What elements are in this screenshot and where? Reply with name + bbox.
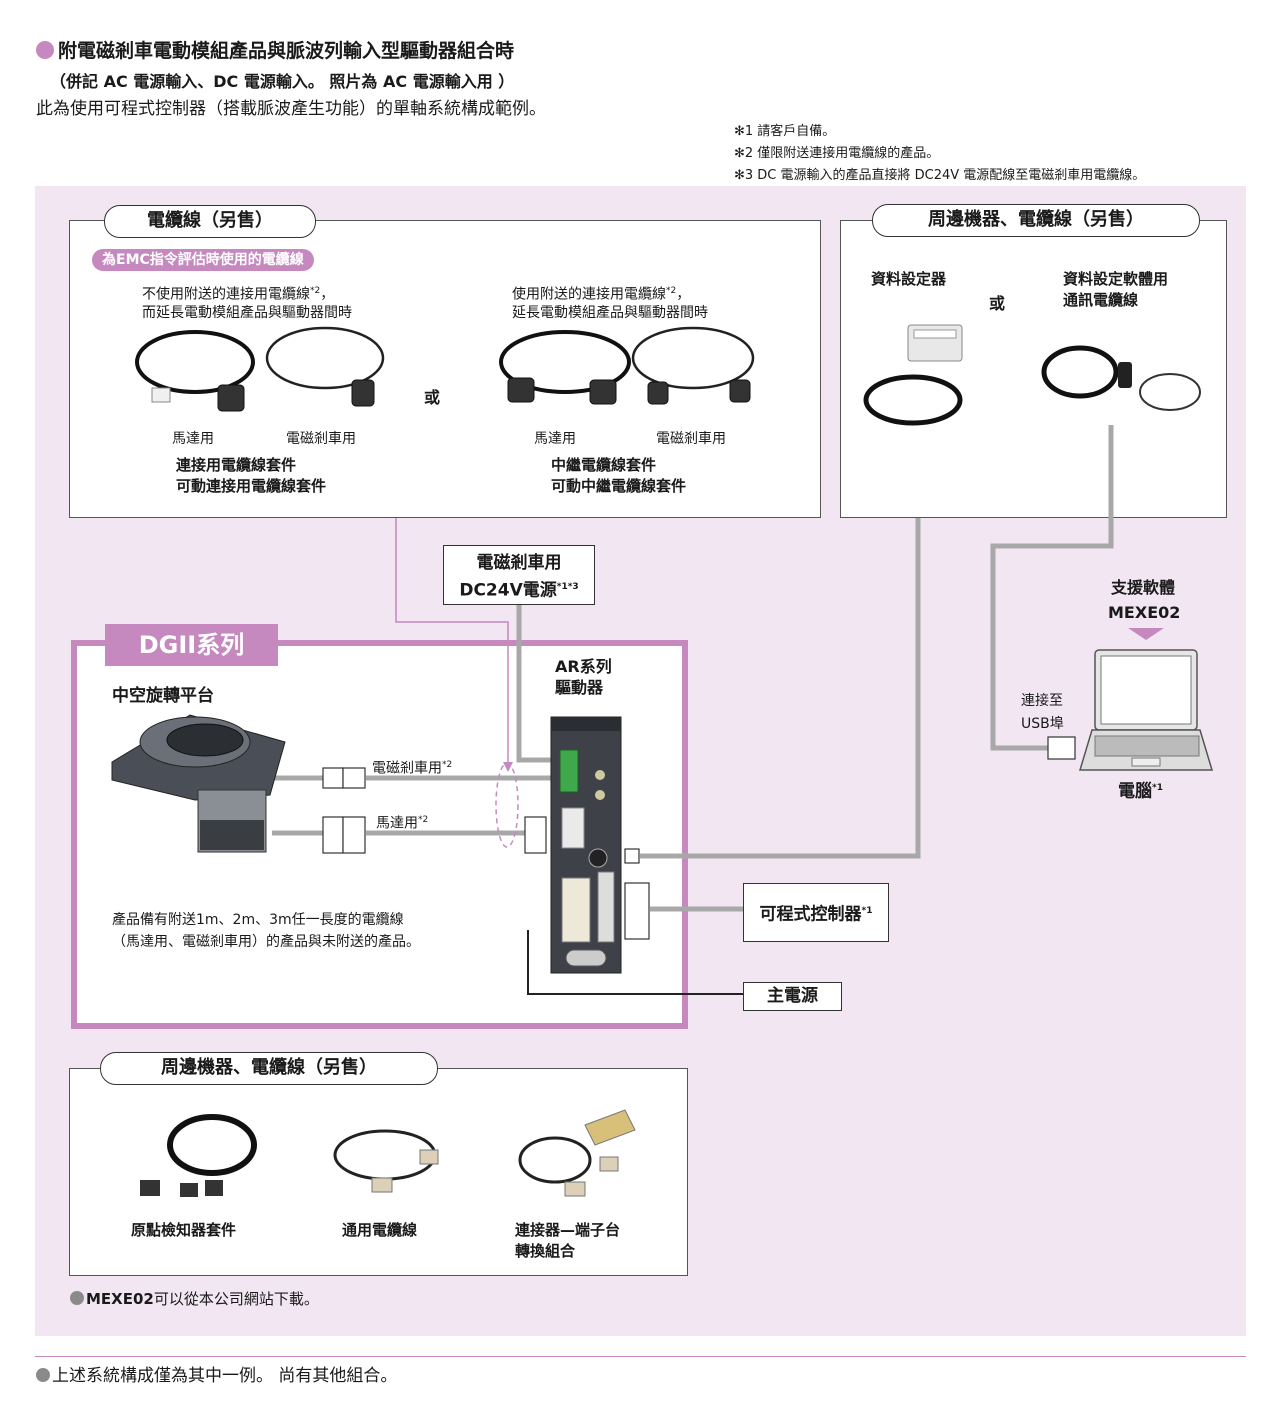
mexe-note: MEXE02可以從本公司網站下載。	[70, 1288, 319, 1309]
right-desc-2: 延長電動模組產品與驅動器間時	[512, 305, 708, 321]
pc-label: 電腦*1	[1118, 778, 1163, 803]
or-label-peripheral: 或	[989, 294, 1006, 313]
note-1: ✻1 請客戶自備。	[734, 124, 836, 139]
motor-cable-label: 馬達用*2	[376, 809, 428, 835]
mexe-note-text: 可以從本公司網站下載。	[153, 1290, 319, 1308]
right-desc-1: 使用附送的連接用電纜線*2，	[512, 280, 690, 306]
peripheral-bottom-box	[69, 1068, 688, 1276]
brake-cable-text: 電磁剎車用	[372, 760, 442, 777]
note-mark: *1	[1152, 783, 1163, 793]
footer-text: 上述系統構成僅為其中一例。 尚有其他組合。	[52, 1366, 398, 1386]
general-cable-label: 通用電纜線	[342, 1221, 418, 1239]
usb-label-1: 連接至	[1021, 693, 1063, 709]
left-motor-label: 馬達用	[172, 431, 214, 447]
left-brake-label: 電磁剎車用	[286, 431, 356, 447]
pc-label-text: 電腦	[1118, 781, 1152, 802]
dg-desc-2: （馬達用、電磁剎車用）的產品與未附送的產品。	[112, 934, 420, 950]
comma: ，	[320, 286, 335, 303]
comma: ，	[676, 286, 691, 303]
left-kit-2: 可動連接用電纜線套件	[176, 477, 327, 495]
footer-divider	[35, 1356, 1246, 1357]
product-label: 中空旋轉平台	[112, 686, 214, 706]
main-title-text: 附電磁剎車電動模組產品與脈波列輸入型驅動器組合時	[58, 40, 515, 62]
plc-box: 可程式控制器*1	[743, 883, 889, 942]
brake-cable-label: 電磁剎車用*2	[372, 754, 452, 780]
note-mark: *2	[442, 760, 453, 770]
note-mark: *1*3	[556, 582, 579, 592]
cable-section-title: 電纜線（另售）	[104, 205, 316, 238]
origin-sensor-kit-label: 原點檢知器套件	[131, 1221, 237, 1239]
comm-cable-label-1: 資料設定軟體用	[1063, 270, 1169, 288]
data-setter-label: 資料設定器	[871, 270, 947, 288]
terminal-block-label-2: 轉換組合	[515, 1242, 576, 1260]
dc-power-line-1: 電磁剎車用	[476, 553, 562, 573]
note-mark: *2	[310, 286, 321, 296]
dc24v-power-box: 電磁剎車用 DC24V電源*1*3	[443, 545, 595, 605]
or-label-cables: 或	[424, 388, 441, 407]
main-title: 附電磁剎車電動模組產品與脈波列輸入型驅動器組合時	[36, 36, 514, 63]
mexe-note-bold: MEXE02	[86, 1290, 154, 1308]
peripheral-bottom-title: 周邊機器、電纜線（另售）	[100, 1052, 438, 1085]
peripheral-top-title: 周邊機器、電纜線（另售）	[872, 204, 1200, 237]
dg-desc-1: 產品備有附送1m、2m、3m任一長度的電纜線	[112, 912, 404, 928]
software-name: MEXE02	[1108, 603, 1181, 622]
motor-cable-text: 馬達用	[376, 815, 418, 832]
software-label: 支援軟體	[1111, 578, 1176, 597]
left-desc-1-text: 不使用附送的連接用電纜線	[142, 286, 310, 303]
left-kit-1: 連接用電纜線套件	[176, 456, 297, 474]
dg-series-tab: DGII系列	[105, 624, 278, 666]
terminal-block-label-1: 連接器—端子台	[515, 1221, 621, 1239]
bullet-icon	[36, 1368, 50, 1382]
note-2: ✻2 僅限附送連接用電纜線的產品。	[734, 146, 940, 161]
driver-label: 驅動器	[555, 678, 604, 697]
comm-cable-label-2: 通訊電纜線	[1063, 291, 1139, 309]
bullet-icon	[36, 41, 54, 59]
bullet-icon	[70, 1291, 84, 1305]
peripheral-top-box	[840, 220, 1227, 518]
right-kit-2: 可動中繼電纜線套件	[551, 477, 687, 495]
emc-tag: 為EMC指令評估時使用的電纜線	[92, 249, 314, 271]
plc-label: 可程式控制器	[759, 904, 862, 925]
note-3: ✻3 DC 電源輸入的產品直接將 DC24V 電源配線至電磁剎車用電纜線。	[734, 168, 1146, 183]
right-desc-1-text: 使用附送的連接用電纜線	[512, 286, 666, 303]
sub-title: （併記 AC 電源輸入、DC 電源輸入。 照片為 AC 電源輸入用 ）	[50, 72, 515, 91]
driver-series-label: AR系列	[555, 657, 612, 676]
note-mark: *1	[861, 906, 873, 916]
main-power-box: 主電源	[743, 982, 842, 1011]
note-mark: *2	[666, 286, 677, 296]
intro-text: 此為使用可程式控制器（搭載脈波產生功能）的單軸系統構成範例。	[36, 99, 546, 119]
left-desc-2: 而延長電動模組產品與驅動器間時	[142, 305, 352, 321]
right-motor-label: 馬達用	[534, 431, 576, 447]
right-kit-1: 中繼電纜線套件	[551, 456, 657, 474]
dc-power-line-2-text: DC24V電源	[459, 580, 557, 601]
dc-power-line-2: DC24V電源*1*3	[444, 575, 594, 603]
note-mark: *2	[418, 815, 429, 825]
usb-label-2: USB埠	[1021, 716, 1064, 732]
footer-note: 上述系統構成僅為其中一例。 尚有其他組合。	[36, 1361, 397, 1386]
right-brake-label: 電磁剎車用	[656, 431, 726, 447]
left-desc-1: 不使用附送的連接用電纜線*2，	[142, 280, 334, 306]
